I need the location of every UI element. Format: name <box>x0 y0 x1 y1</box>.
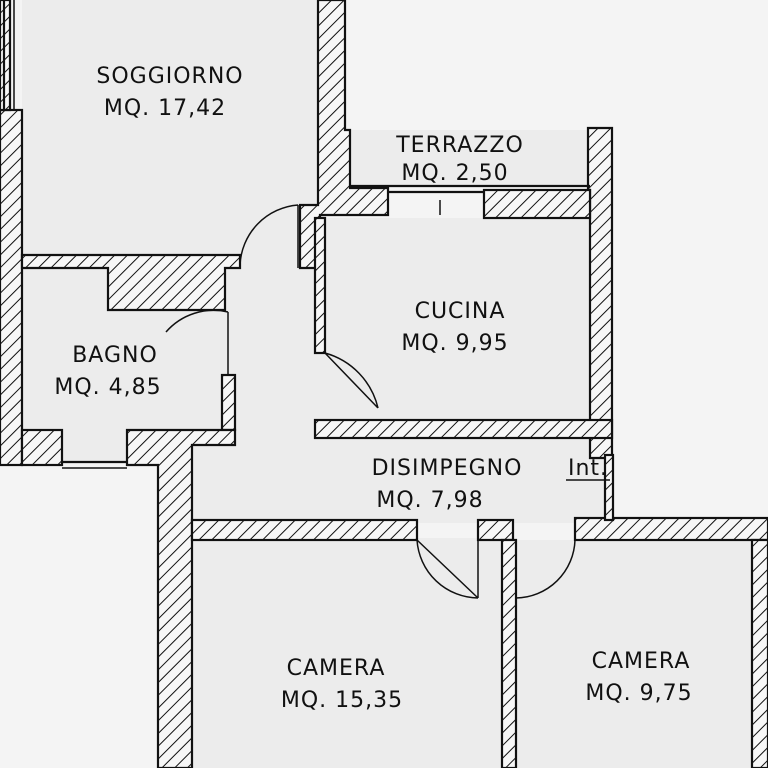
door-soggiorno <box>239 204 299 268</box>
wall-cucina-left <box>313 216 327 355</box>
camera-2-area: MQ. 9,75 <box>585 681 692 706</box>
floor-terrazzo <box>350 130 590 185</box>
door-camera-1 <box>416 539 479 599</box>
bagno-area: MQ. 4,85 <box>54 375 161 400</box>
wall-bagno-bottom-left <box>20 428 64 467</box>
camera-2-name: CAMERA <box>592 649 691 674</box>
wall-entrance-stub <box>603 453 615 522</box>
windows <box>2 0 590 469</box>
wall-left <box>0 108 24 467</box>
room-labels: SOGGIORNO MQ. 17,42 TERRAZZO MQ. 2,50 CU… <box>54 64 692 713</box>
wall-camera1-top-right <box>476 518 515 542</box>
wall-camera2-top <box>573 516 768 542</box>
soggiorno-name: SOGGIORNO <box>96 64 243 89</box>
floor-disimpegno <box>190 265 610 523</box>
terrazzo-area: MQ. 2,50 <box>401 161 508 186</box>
wall-camera2-right <box>750 538 768 768</box>
wall-cucina-top-right <box>482 188 592 220</box>
terrazzo-name: TERRAZZO <box>395 133 524 158</box>
wall-bagno-right <box>220 373 237 432</box>
soggiorno-area: MQ. 17,42 <box>104 96 226 121</box>
wall-between-cameras <box>500 538 518 768</box>
cucina-name: CUCINA <box>415 299 506 324</box>
wall-camera1-top-left <box>190 518 419 542</box>
disimpegno-area: MQ. 7,98 <box>376 488 483 513</box>
cucina-area: MQ. 9,95 <box>401 331 508 356</box>
wall-soggiorno-right <box>298 0 390 270</box>
floor-camera-1 <box>192 538 502 768</box>
camera-1-area: MQ. 15,35 <box>281 688 403 713</box>
wall-cucina-bottom <box>313 418 614 440</box>
door-cucina <box>324 352 379 409</box>
entrance-label: Int. <box>568 456 608 481</box>
wall-cucina-right <box>586 126 614 460</box>
door-camera-2 <box>515 539 576 599</box>
floor-camera-2 <box>515 540 768 768</box>
door-bagno <box>165 309 229 375</box>
wall-bagno-bottom-right <box>125 428 237 768</box>
bagno-name: BAGNO <box>72 343 158 368</box>
camera-1-name: CAMERA <box>287 656 386 681</box>
disimpegno-name: DISIMPEGNO <box>372 456 523 481</box>
door-swings <box>165 204 576 599</box>
floor-soggiorno <box>22 0 320 265</box>
